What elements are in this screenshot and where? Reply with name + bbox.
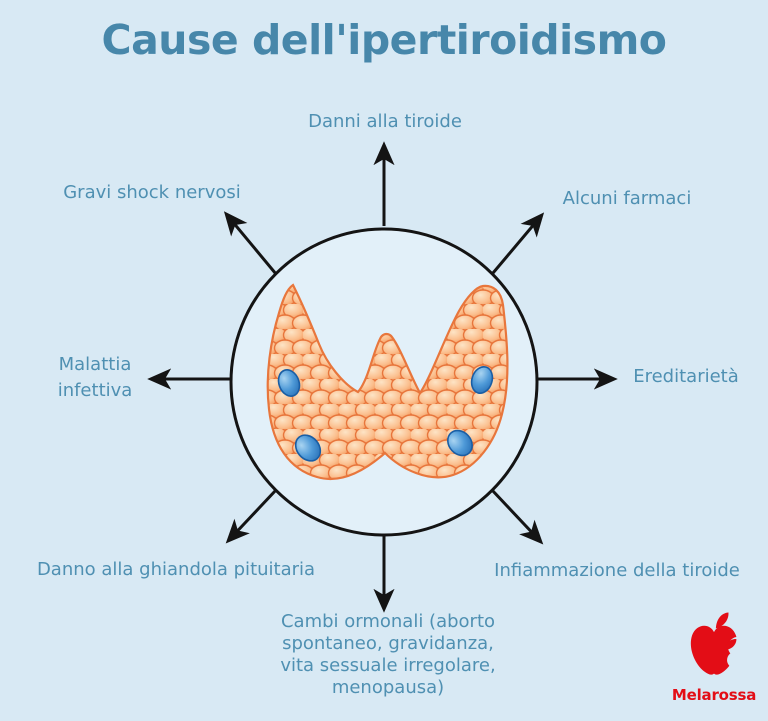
parathyroid-nodule-upper-left	[277, 369, 301, 397]
arrow-top-left	[223, 211, 278, 275]
melarossa-logo: Melarossa	[668, 609, 760, 704]
arrow-bottom-left	[225, 488, 278, 544]
cause-label-bottom-left: Danno alla ghiandola pituitaria	[36, 559, 316, 580]
parathyroid-nodule-upper-right	[470, 365, 494, 395]
page-title: Cause dell'ipertiroidismo	[101, 16, 667, 64]
brand-name: Melarossa	[671, 686, 757, 704]
cause-label-top-left: Gravi shock nervosi	[63, 182, 241, 203]
cause-label-left: Malattia infettiva	[57, 354, 133, 402]
cause-label-right: Ereditarietà	[633, 366, 739, 387]
parathyroid-nodule-lower-right	[447, 429, 473, 457]
cause-label-top-right: Alcuni farmaci	[562, 188, 692, 209]
cause-label-top: Danni alla tiroide	[308, 111, 462, 132]
cause-label-bottom: Cambi ormonali (aborto spontaneo, gravid…	[280, 611, 496, 698]
apple-icon	[690, 612, 742, 675]
arrow-bottom-right	[490, 488, 544, 545]
parathyroid-nodule-lower-left	[294, 434, 322, 462]
arrow-top-right	[491, 212, 545, 274]
cause-label-bottom-right: Infiammazione della tiroide	[494, 560, 740, 581]
